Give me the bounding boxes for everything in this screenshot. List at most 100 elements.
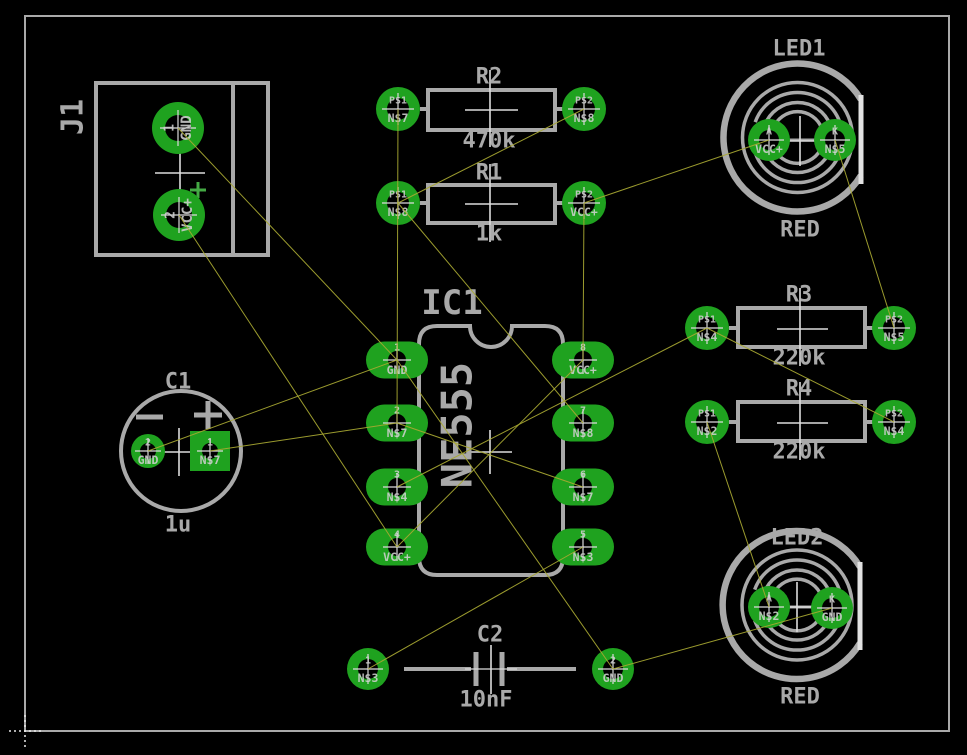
airwire-C1.2-IC1.1[interactable] [147,359,398,452]
pad-net-name: N$2 [697,424,718,438]
pad-number: 3 [394,470,400,481]
component-C1[interactable]: C1 1u [119,370,243,538]
c1-ref-label: C1 [165,370,192,395]
r2-value-label: 470k [463,129,516,154]
airwire-R4.P1-LED2.A[interactable] [706,421,770,608]
pad-number: 2 [610,656,616,667]
airwire-IC1.1-C2.2[interactable] [396,359,614,670]
pad-net-name: N$5 [884,330,905,344]
pad-number: P$2 [575,190,593,201]
pad-number: P$2 [885,409,903,420]
component-LED1[interactable]: LED1 RED [720,37,864,243]
airwire-IC1.4-IC1.8[interactable] [396,359,584,548]
board-origin-cross [9,715,41,747]
pad-net-name: N$3 [358,671,379,685]
component-R3[interactable]: R3 220k [729,283,873,371]
c1-value-label: 1u [165,513,192,538]
led1-ref-label: LED1 [773,37,826,62]
pad-number: 6 [580,470,586,481]
r4-origin-cross [777,382,828,460]
pad-net-name: N$4 [884,424,905,438]
pad-number: P$1 [389,96,407,107]
pad-net-name: GND [603,671,624,685]
pad-net-name: N$2 [759,609,780,623]
pad-number: K [829,595,835,606]
pad-number: P$2 [885,315,903,326]
pad-number: P$2 [575,96,593,107]
c2-origin-cross [465,645,517,694]
r2-ref-label: R2 [476,65,503,90]
r2-origin-cross [465,70,518,147]
led2-value-label: RED [780,685,820,710]
r3-ref-label: R3 [786,283,813,308]
pad-number: 1 [163,124,178,132]
j1-plus-marker [190,182,206,198]
component-J1[interactable]: J1 [56,81,270,257]
pad-number: P$1 [698,409,716,420]
pad-net-name: N$4 [697,330,718,344]
pad-number: 2 [145,438,151,449]
airwire-IC1.2-IC1.6[interactable] [396,422,584,488]
airwire-R1.P1-IC1.7[interactable] [397,202,584,424]
ic1-origin-cross [468,430,512,474]
pad-net-name: N$7 [200,453,221,467]
pad-net-name: N$7 [387,426,408,440]
pad-number: P$1 [698,315,716,326]
component-R1[interactable]: R1 1k [420,161,563,247]
pad-net-name: N$8 [574,111,595,125]
ic1-ref-label: IC1 [421,283,482,323]
ratsnest-layer [147,108,895,670]
airwire-C2.2-LED2.K[interactable] [612,607,833,670]
c2-ref-label: C2 [477,623,504,648]
pad-net-name: VCC+ [383,550,411,564]
airwire-J1.1-IC1.1[interactable] [177,127,398,361]
airwire-R1.P2-LED1.A[interactable] [583,139,770,204]
pad-number: 2 [164,211,179,219]
component-IC1[interactable]: IC1 NE555 [417,283,565,577]
pad-net-name: N$4 [387,490,408,504]
pad-net-name: VCC+ [180,198,196,232]
airwire-J1.2-IC1.4[interactable] [178,214,398,548]
component-R4[interactable]: R4 220k [729,377,873,465]
airwire-R2.P1-IC1.2[interactable] [396,108,399,424]
c2-value-label: 10nF [460,688,513,713]
r4-value-label: 220k [773,440,826,465]
r1-value-label: 1k [476,222,503,247]
pad-net-name: VCC+ [755,142,783,156]
c1-plus-marker [194,401,222,429]
pad-net-name: N$3 [573,550,594,564]
pad-number: 1 [365,656,371,667]
r3-origin-cross [777,288,828,366]
airwire-R2.P2-R1.P1[interactable] [397,108,585,204]
pad-net-name: N$7 [573,490,594,504]
pad-net-name: GND [179,115,195,140]
led2-ref-label: LED2 [771,526,824,551]
pad-net-name: GND [822,610,843,624]
pad-number: 1 [207,438,213,449]
r1-ref-label: R1 [476,161,503,186]
pad-net-name: N$5 [825,142,846,156]
r1-origin-cross [465,164,518,242]
pad-number: 4 [394,530,400,541]
pad-number: A [766,127,772,138]
j1-ref-label: J1 [56,99,91,135]
component-C2[interactable]: C2 10nF [404,623,576,713]
pad-number: A [766,594,772,605]
ic1-value-label: NE555 [433,362,482,488]
pad-number: 5 [580,530,586,541]
component-R2[interactable]: R2 470k [420,65,563,154]
r3-value-label: 220k [773,346,826,371]
pad-number: 7 [580,406,586,417]
airwire-C2.1-IC1.5[interactable] [367,546,584,670]
r4-ref-label: R4 [786,377,813,402]
airwire-R3.P1-R4.P2[interactable] [706,327,895,423]
pad-number: K [832,127,838,138]
board-outline [9,15,950,747]
pad-net-name: GND [138,453,159,467]
airwire-C1.1-IC1.2[interactable] [209,422,398,452]
airwire-R1.P2-IC1.8[interactable] [582,202,585,361]
airwire-LED1.K-R3.P2[interactable] [834,139,895,329]
airwire-IC1.3-R3.P1[interactable] [396,327,708,488]
